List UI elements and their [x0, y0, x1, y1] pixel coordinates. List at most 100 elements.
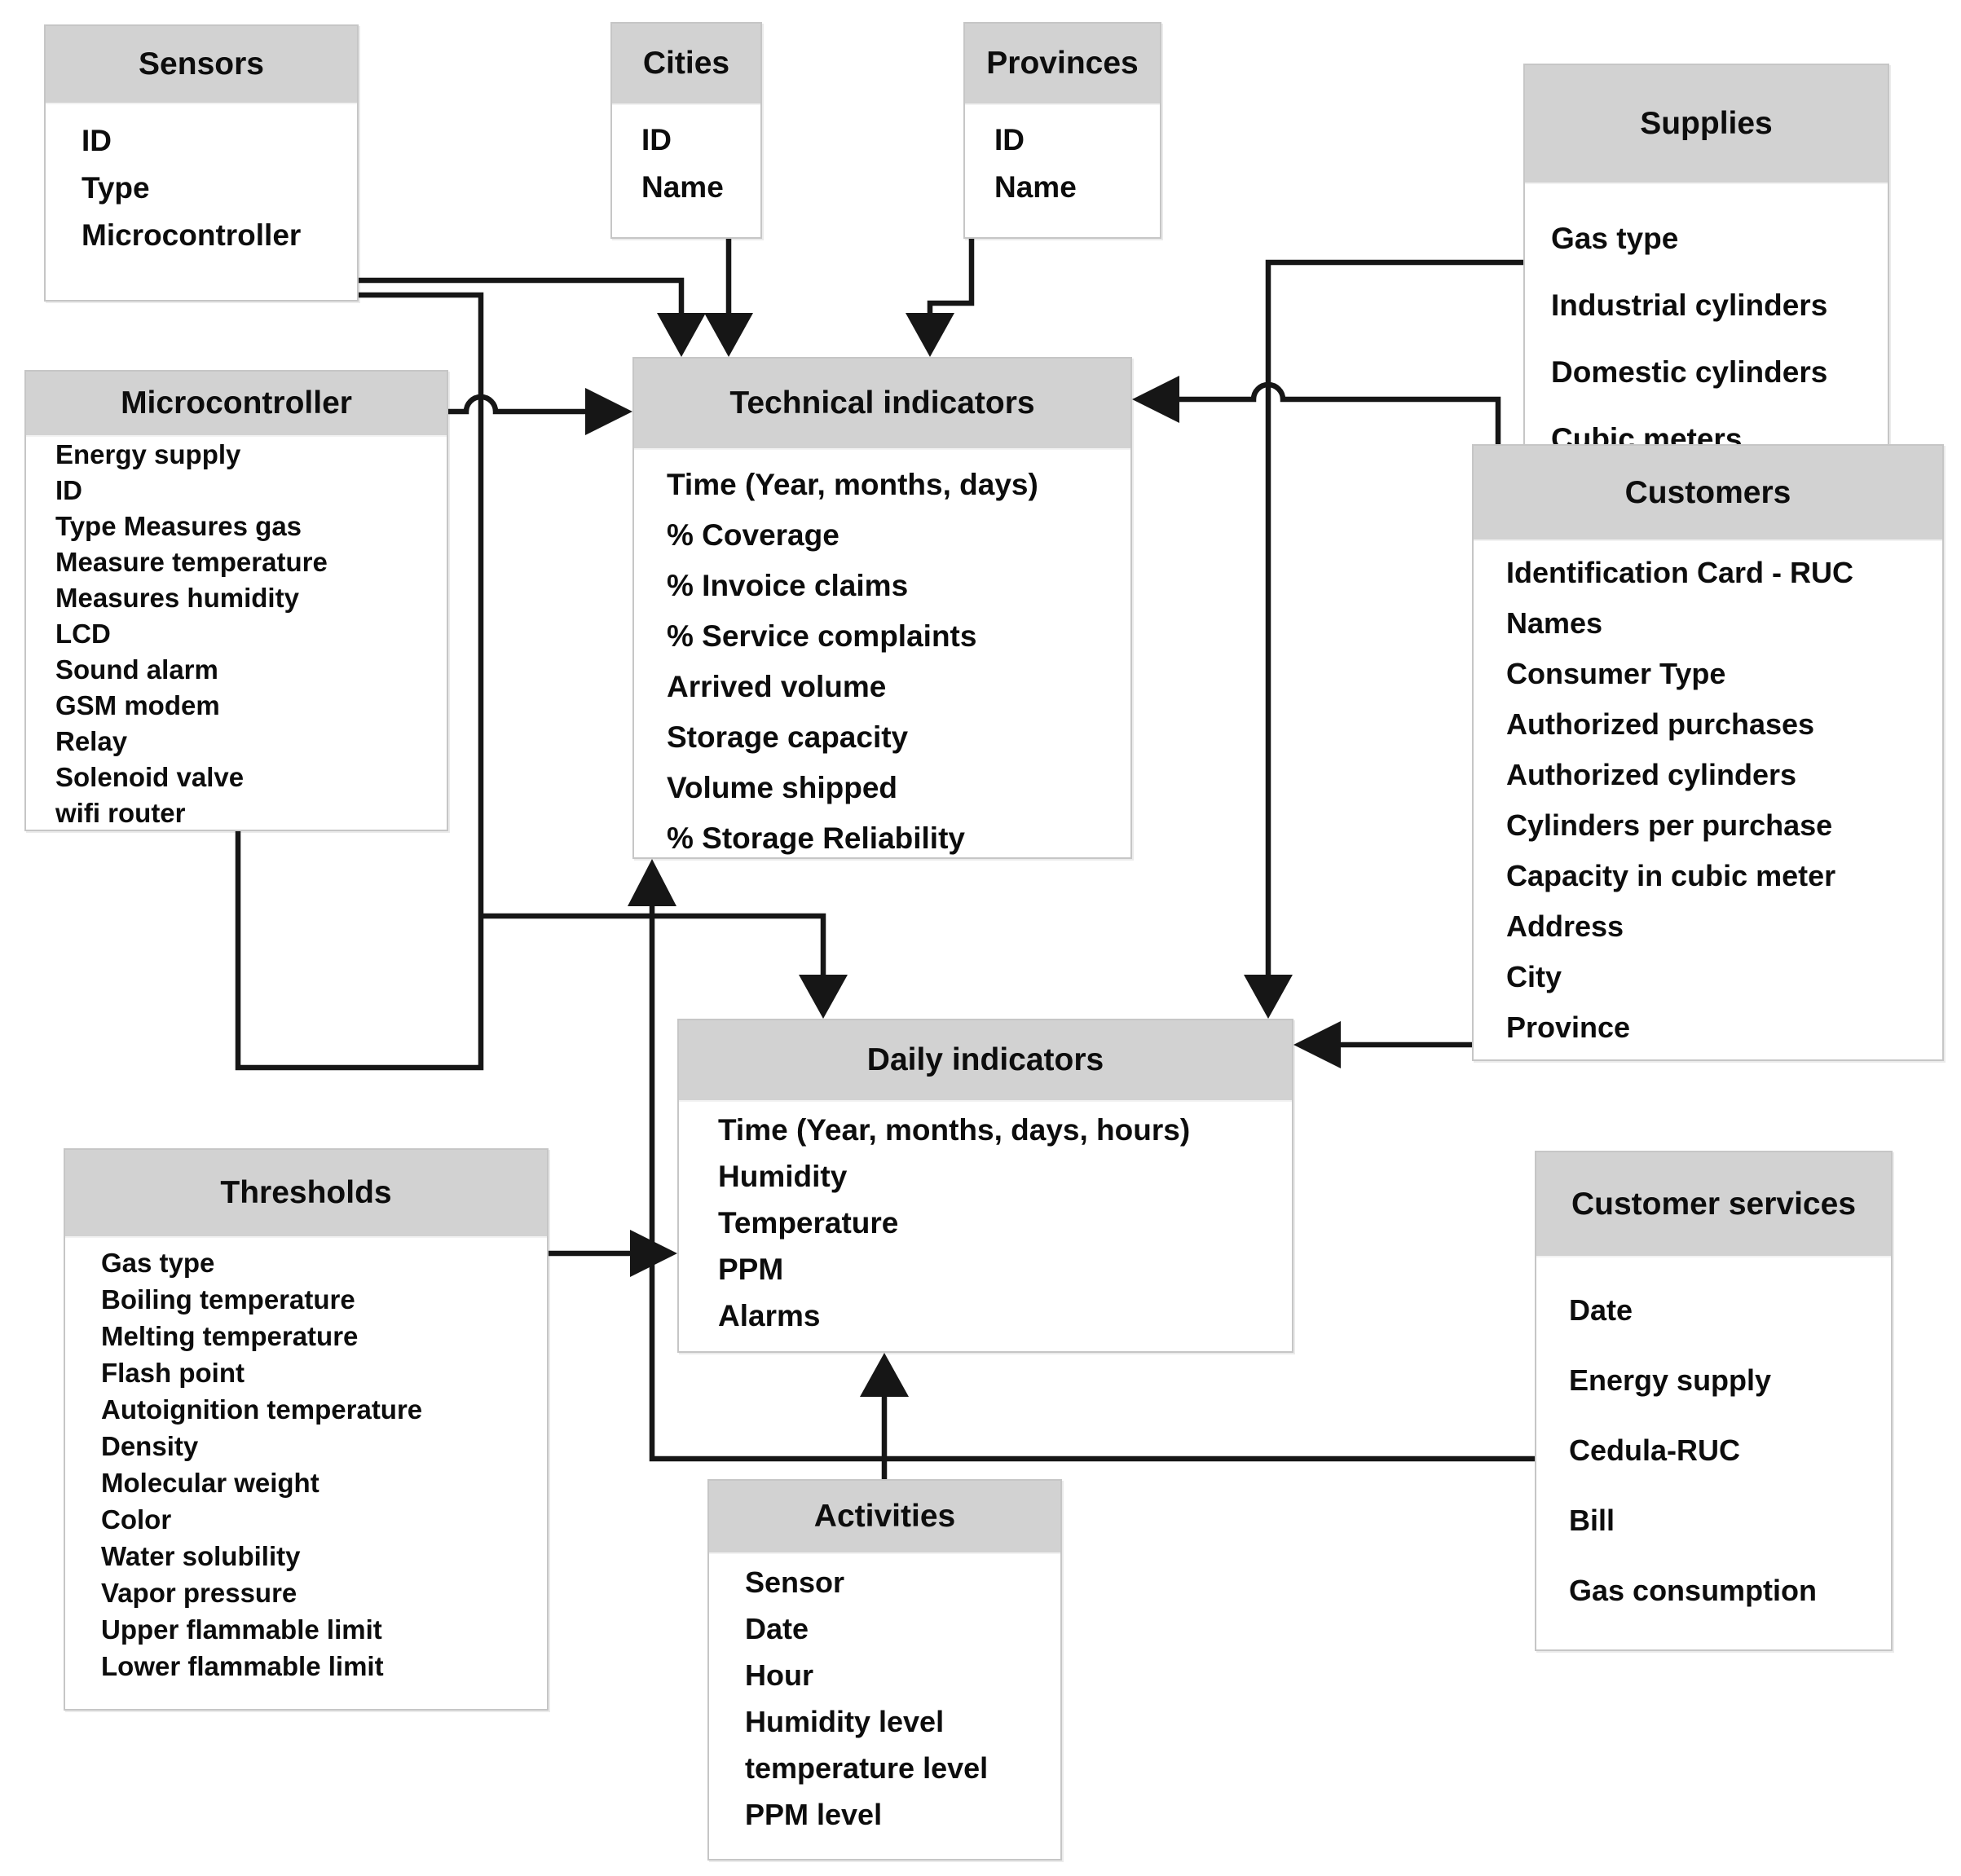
field: Authorized cylinders [1506, 758, 1797, 791]
field: Authorized purchases [1506, 707, 1815, 741]
arrowhead-down-icon [704, 313, 753, 357]
connector [235, 831, 484, 1071]
field: City [1506, 960, 1562, 993]
arrowhead-down-icon [657, 313, 706, 357]
field: Measure temperature [55, 547, 328, 577]
field: Relay [55, 726, 128, 756]
field: Solenoid valve [55, 762, 245, 792]
field: PPM [718, 1253, 784, 1286]
entity-title: Daily indicators [679, 1020, 1292, 1102]
field: Sensor [745, 1566, 845, 1599]
field: Date [745, 1612, 809, 1645]
arrowhead-down-icon [1244, 975, 1293, 1019]
field: Humidity level [745, 1705, 945, 1738]
connector [359, 277, 685, 315]
field: % Storage Reliability [667, 821, 965, 855]
field: Sound alarm [55, 654, 218, 685]
field: wifi router [55, 798, 186, 828]
field: Flash point [101, 1358, 245, 1388]
field: Microcontroller [82, 218, 302, 252]
field: Temperature [718, 1206, 899, 1240]
field: Molecular weight [101, 1468, 319, 1498]
field: Volume shipped [667, 771, 898, 804]
entity-title: Activities [709, 1481, 1060, 1554]
entity-title: Microcontroller [26, 372, 447, 437]
entity-title: Technical indicators [634, 359, 1130, 450]
field: Gas type [1551, 222, 1679, 255]
field: Name [641, 170, 724, 204]
arrowhead-left-icon [1293, 1021, 1341, 1068]
field: Province [1506, 1011, 1631, 1044]
entity-technical-indicators: Technical indicators Time (Year, months,… [632, 357, 1132, 859]
field: Energy supply [1569, 1363, 1772, 1397]
arrowhead-right-icon [585, 388, 632, 435]
field: % Coverage [667, 518, 839, 552]
field: Vapor pressure [101, 1578, 297, 1608]
field: Name [994, 170, 1077, 204]
field: Identification Card - RUC [1506, 556, 1854, 589]
field: Alarms [718, 1299, 821, 1332]
entity-cities: Cities ID Name [610, 22, 762, 239]
entity-title: Provinces [965, 24, 1160, 105]
field: Upper flammable limit [101, 1614, 382, 1645]
field: Names [1506, 606, 1603, 640]
entity-fields: ID Name [612, 105, 760, 211]
field: Cedula-RUC [1569, 1433, 1741, 1467]
field: Arrived volume [667, 670, 887, 703]
field: Boiling temperature [101, 1284, 355, 1315]
field: PPM level [745, 1798, 883, 1831]
entity-title: Cities [612, 24, 760, 105]
field: Storage capacity [667, 720, 909, 754]
field: Melting temperature [101, 1321, 359, 1351]
entity-fields: Time (Year, months, days) % Coverage % Inv… [634, 450, 1130, 864]
field: ID [55, 475, 82, 505]
connector [481, 913, 826, 975]
field: ID [82, 124, 112, 157]
field: Gas consumption [1569, 1574, 1818, 1607]
field: Humidity [718, 1160, 848, 1193]
field: Gas type [101, 1248, 215, 1278]
field: GSM modem [55, 690, 220, 720]
arrowhead-up-icon [860, 1353, 909, 1397]
field: Industrial cylinders [1551, 288, 1828, 322]
arrowhead-down-icon [799, 975, 848, 1019]
field: % Invoice claims [667, 569, 909, 602]
connector [927, 239, 975, 315]
field: Address [1506, 909, 1624, 943]
field: Type [82, 171, 150, 205]
field: temperature level [745, 1751, 989, 1785]
field: % Service complaints [667, 619, 977, 653]
field: Cylinders per purchase [1506, 808, 1833, 842]
field: Hour [745, 1658, 813, 1692]
field: Time (Year, months, days, hours) [718, 1113, 1191, 1147]
field: Date [1569, 1293, 1633, 1327]
field: Type Measures gas [55, 511, 302, 541]
field: Measures humidity [55, 583, 299, 613]
field: ID [641, 123, 672, 156]
arrowhead-up-icon [628, 859, 676, 906]
field: Energy supply [55, 439, 241, 469]
entity-title: Supplies [1525, 65, 1888, 184]
entity-title: Customer services [1536, 1152, 1891, 1257]
field: Autoignition temperature [101, 1394, 423, 1425]
field: Density [101, 1431, 199, 1461]
arrowhead-left-icon [1132, 376, 1179, 423]
field: Time (Year, months, days) [667, 468, 1038, 501]
field: LCD [55, 619, 111, 649]
entity-title: Sensors [46, 26, 357, 104]
